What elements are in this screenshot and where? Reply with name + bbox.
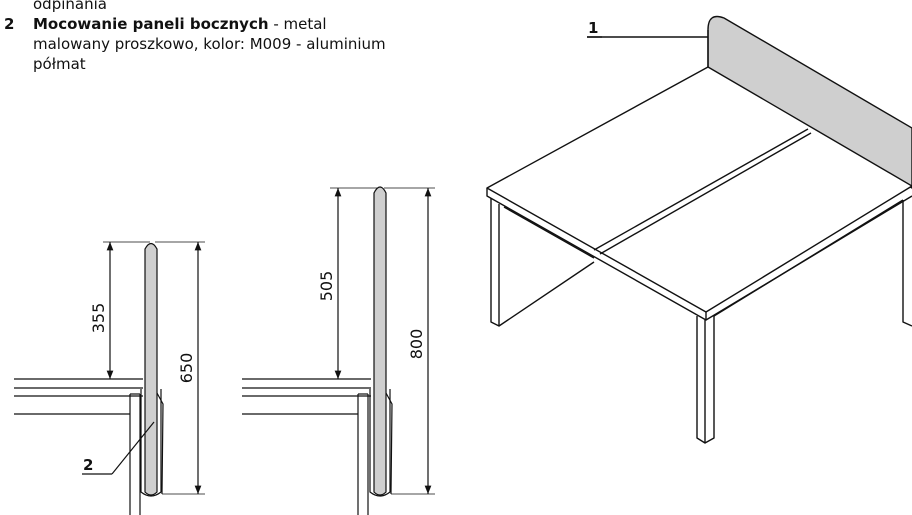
spec-item2-title: Mocowanie paneli bocznych [33,15,269,33]
spec-item1-tail: odpinania [33,0,107,13]
spec-item2-number: 2 [4,15,15,33]
side-view-650 [14,241,205,515]
side-view-800 [242,186,435,515]
desk-isometric [486,15,912,444]
dim-650-label: 650 [177,353,196,384]
spec-text: odpinania 2 Mocowanie paneli bocznych - m… [4,0,484,74]
dim-505-label: 505 [317,271,336,302]
dim-355-label: 355 [89,303,108,334]
spec-item2-text1: - metal [268,15,327,33]
spec-item2-line1: 2 Mocowanie paneli bocznych - metal [4,14,484,34]
callout-1-label: 1 [588,19,598,37]
callout-2-label: 2 [83,456,93,474]
dim-800-label: 800 [407,329,426,360]
spec-item2-line3: półmat [33,55,86,73]
spec-item2-line2: malowany proszkowo, kolor: M009 - alumin… [33,35,386,53]
